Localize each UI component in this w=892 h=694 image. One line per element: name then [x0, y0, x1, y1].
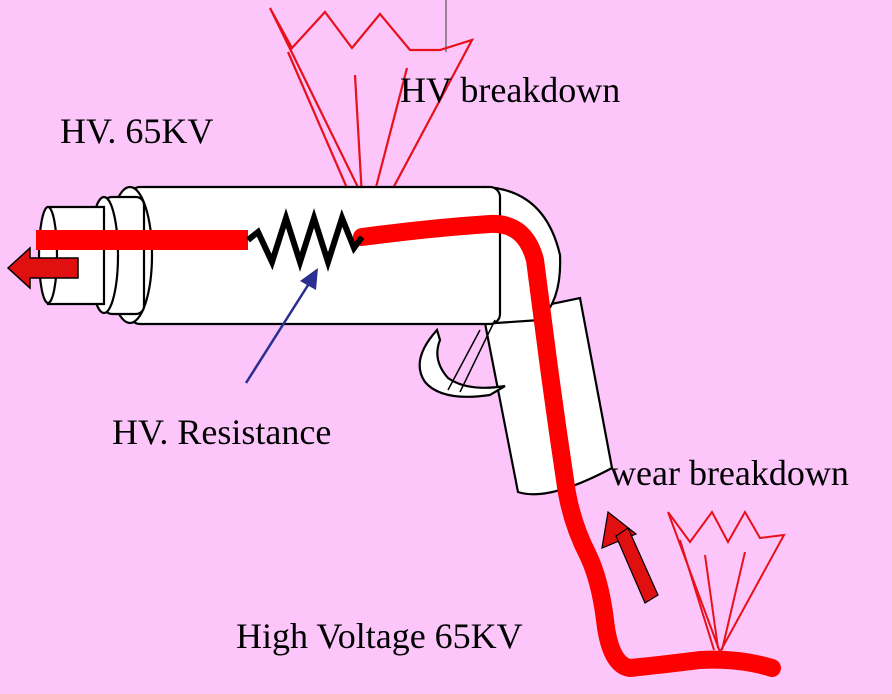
resistance-pointer-arrow — [244, 268, 318, 384]
hv-breakdown-label: HV breakdown — [400, 70, 621, 110]
hv-resistance-coil — [246, 208, 365, 272]
left-arrow-icon — [6, 246, 79, 290]
wear-breakdown-label: wear breakdown — [610, 453, 849, 493]
up-right-arrow-icon — [601, 510, 659, 604]
connector-barrel — [128, 185, 502, 326]
hv-conductor — [36, 214, 781, 677]
high-voltage-label: High Voltage 65KV — [236, 616, 523, 656]
hv-65kv-label: HV. 65KV — [60, 111, 214, 151]
hv-resistance-label: HV. Resistance — [112, 412, 332, 452]
mount-hook — [418, 327, 506, 398]
wear-breakdown-spark — [667, 509, 786, 655]
